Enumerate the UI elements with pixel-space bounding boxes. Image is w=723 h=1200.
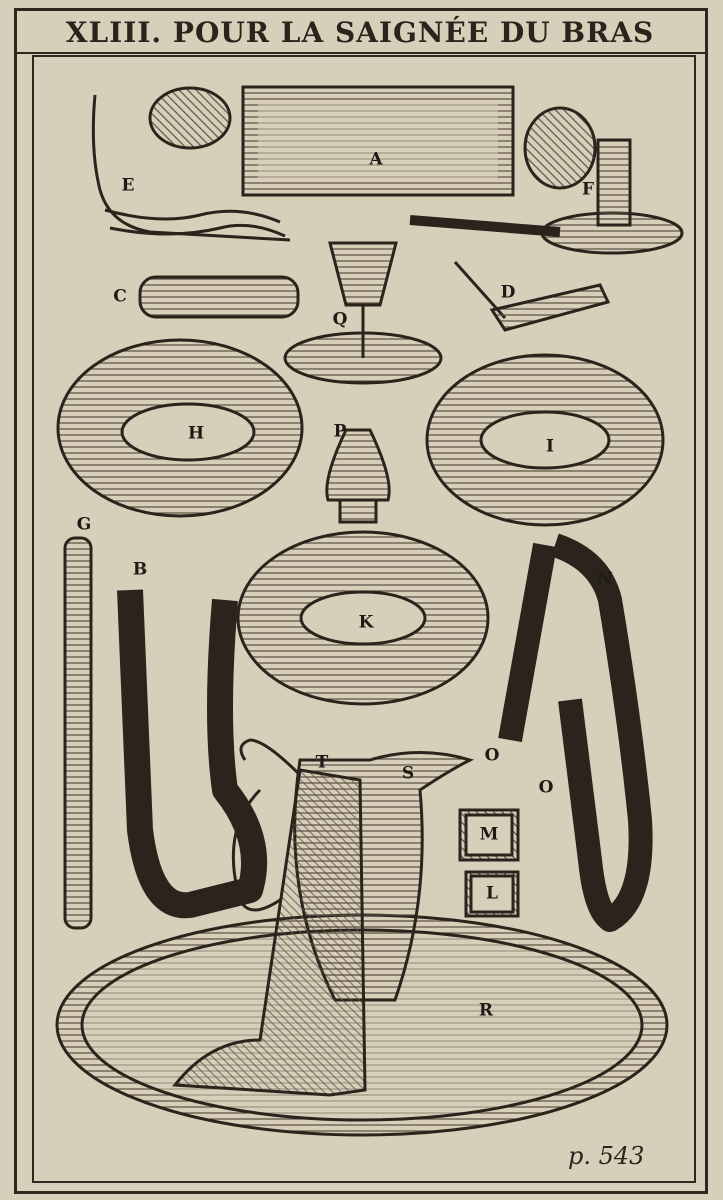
label-a: A: [369, 149, 383, 170]
label-g: G: [76, 514, 92, 535]
item-g-rod: [63, 536, 93, 930]
label-q: Q: [332, 309, 348, 330]
label-r: R: [478, 1000, 494, 1021]
item-c-cylinder: [138, 275, 300, 319]
item-m-box: [458, 808, 520, 862]
item-n-bandage: [498, 533, 653, 932]
item-q-goblet: [283, 241, 443, 385]
title-rule: [14, 52, 708, 54]
label-c: C: [113, 286, 127, 307]
label-b: B: [132, 559, 148, 580]
label-h: H: [187, 423, 205, 444]
label-o-left: O: [484, 745, 500, 766]
page-reference: p. 543: [568, 1142, 645, 1170]
label-n: N: [597, 569, 613, 590]
label-m: M: [479, 824, 499, 845]
item-f-candlestick: [409, 106, 684, 255]
outer-frame: [14, 8, 708, 1194]
label-t: T: [315, 752, 329, 773]
item-k-basin: [236, 530, 490, 706]
label-d: D: [500, 282, 516, 303]
item-p-flask: [325, 428, 391, 524]
plate-title: XLIII. POUR LA SAIGNÉE DU BRAS: [65, 15, 655, 49]
item-b-bandage: [117, 589, 268, 919]
inner-frame: [32, 55, 696, 1183]
item-l-box: [464, 870, 520, 918]
label-k: K: [358, 612, 374, 633]
label-s: S: [401, 763, 415, 784]
label-p: P: [333, 421, 347, 442]
label-f: F: [581, 179, 595, 200]
label-l: L: [486, 883, 498, 904]
item-e-rope: [91, 86, 291, 242]
item-a-block: [241, 85, 515, 197]
item-d-lancet: [453, 261, 611, 332]
item-t-towel: [172, 768, 367, 1097]
label-o-right: O: [538, 777, 554, 798]
label-e: E: [121, 175, 135, 196]
item-i-basin: [425, 353, 665, 527]
label-i: I: [546, 436, 554, 457]
item-h-basin: [56, 338, 304, 518]
